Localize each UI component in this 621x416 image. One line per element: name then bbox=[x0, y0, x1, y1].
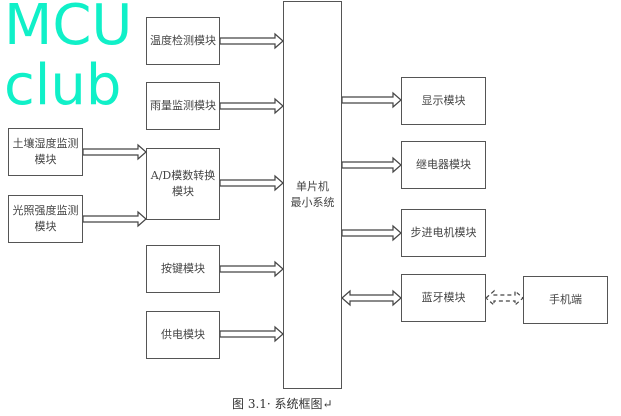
mcuclub-watermark: MCUclub bbox=[4, 0, 133, 118]
soil-humidity-module-box: 土壤湿度监测模块 bbox=[8, 128, 83, 176]
mcu-minimum-system-box: 单片机 最小系统 bbox=[283, 1, 342, 389]
stepper-motor-module-box: 步进电机模块 bbox=[401, 209, 486, 257]
arrow-mcu-bluetooth bbox=[341, 289, 402, 307]
temperature-module-box: 温度检测模块 bbox=[146, 17, 220, 65]
arrow-mcu-to-relay bbox=[341, 156, 402, 174]
relay-module-box: 继电器模块 bbox=[401, 141, 486, 189]
power-module-box: 供电模块 bbox=[146, 311, 220, 359]
rainfall-module-box: 雨量监测模块 bbox=[146, 82, 220, 130]
arrow-soil-to-adc bbox=[82, 143, 147, 161]
phone-box: 手机端 bbox=[523, 276, 608, 324]
light-intensity-module-box: 光照强度监测模块 bbox=[8, 195, 83, 243]
arrow-light-to-adc bbox=[82, 210, 147, 228]
arrow-temperature-to-mcu bbox=[219, 32, 284, 50]
adc-module-box: A/D模数转换模块 bbox=[146, 148, 220, 220]
arrow-keys-to-mcu bbox=[219, 260, 284, 278]
arrow-power-to-mcu bbox=[219, 325, 284, 343]
arrow-rainfall-to-mcu bbox=[219, 97, 284, 115]
figure-caption: 图 3.1· 系统框图↵ bbox=[232, 397, 333, 411]
arrow-mcu-to-stepper bbox=[341, 224, 402, 242]
keys-module-box: 按键模块 bbox=[146, 245, 220, 293]
arrow-bluetooth-phone-wireless bbox=[485, 289, 524, 307]
bluetooth-module-box: 蓝牙模块 bbox=[401, 274, 486, 322]
arrow-adc-to-mcu bbox=[219, 174, 284, 192]
display-module-box: 显示模块 bbox=[401, 77, 486, 125]
arrow-mcu-to-display bbox=[341, 91, 402, 109]
